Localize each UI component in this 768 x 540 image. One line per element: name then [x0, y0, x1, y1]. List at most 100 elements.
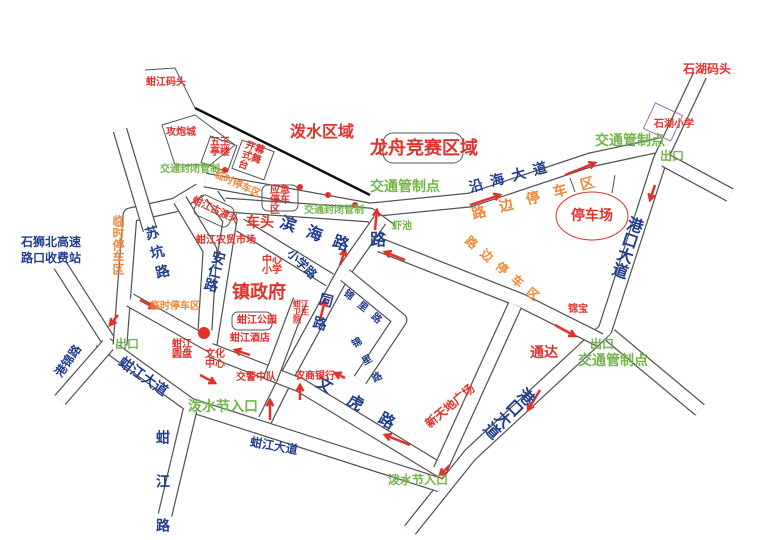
- control-point-2: 交通管制点: [595, 133, 665, 149]
- coastline: [194, 106, 371, 197]
- arrow-head-icon: [207, 376, 218, 385]
- arrow-head-icon: [147, 301, 158, 310]
- sukeng-road: [113, 184, 204, 346]
- parking-lot-link: [569, 174, 616, 194]
- hanjiang-hotel-label: 蚶江酒店: [230, 333, 270, 344]
- roundabout-marker: [198, 327, 210, 339]
- traffic-direction-arrow: [199, 373, 216, 385]
- hanjiang-park-label: 蚶江公园: [237, 315, 277, 326]
- arrow-head-icon: [265, 397, 275, 407]
- coastal-avenue-road: [203, 138, 662, 217]
- road-lu-top: 路: [370, 230, 387, 249]
- traffic-direction-arrow: [384, 250, 406, 262]
- xiaoxue-road: [236, 219, 334, 286]
- arrow-head-icon: [567, 329, 578, 338]
- arrow-head-icon: [108, 317, 117, 328]
- health-center-label: 蚶江卫生院: [293, 300, 309, 325]
- traffic-direction-arrow: [648, 184, 657, 201]
- gongpaocheng-label: 攻炮城: [166, 127, 196, 138]
- chetou-label: 车头: [246, 215, 274, 231]
- shihu-school-label: 石湖小学: [654, 119, 694, 130]
- exit-3: 出口: [115, 337, 140, 351]
- entrance-1: 泼水节入口: [188, 399, 258, 415]
- tongda-branch-road: [605, 330, 705, 415]
- hanjiang-market-label: 蚶江农贸市场: [196, 235, 256, 246]
- town-government-label: 镇政府: [232, 282, 286, 303]
- temp-parking-small: 临时停车区: [150, 301, 200, 312]
- control-point-3: 交通管制点: [578, 353, 648, 369]
- arrow-head-icon: [492, 192, 503, 201]
- small-east-road: [264, 297, 306, 383]
- wuwang-block: [200, 135, 238, 173]
- inner-loop-road: [174, 196, 217, 331]
- road-hanjiang-road: 蚶江路: [154, 430, 170, 540]
- control-dot: [297, 184, 303, 190]
- arrow-head-icon: [232, 347, 243, 356]
- tongda-label: 通达: [530, 345, 558, 361]
- arrow-head-icon: [526, 402, 535, 413]
- traffic-direction-arrow: [564, 161, 596, 177]
- arrow-head-icon: [647, 192, 656, 203]
- water-area-label: 泼水区域: [290, 122, 355, 141]
- pier-outline: [144, 67, 196, 109]
- exit-2: 出口: [590, 337, 615, 351]
- traffic-direction-arrow: [526, 389, 542, 411]
- jiangjiang-pier-label: 蚶江码头: [146, 77, 186, 88]
- arrow-head-icon: [382, 249, 393, 259]
- emergency-parking-block: [261, 184, 299, 212]
- jinli-road: [341, 270, 407, 384]
- control-point-1: 交通管制点: [370, 179, 440, 195]
- arrow-head-icon: [295, 382, 305, 392]
- control-dot: [325, 192, 331, 198]
- arrow-head-icon: [587, 160, 598, 170]
- hanjiang-avenue-road: [96, 334, 442, 491]
- toll-road: [54, 261, 114, 344]
- tong-road: [259, 216, 386, 423]
- hanjiang-roundabout-label: 蚶江圆盘: [172, 339, 192, 360]
- hotel-block: [193, 194, 235, 228]
- police-label: 交警中队: [236, 372, 276, 383]
- control-dot: [222, 167, 228, 173]
- traffic-direction-arrow: [338, 249, 347, 266]
- shihu-pier-label: 石湖码头: [683, 62, 732, 76]
- control-dot: [352, 202, 358, 208]
- parking-lot-outline: [555, 191, 629, 241]
- dragon-boat-box: [382, 132, 464, 164]
- gongpaocheng-block: [161, 114, 236, 166]
- traffic-direction-arrow: [554, 323, 576, 338]
- exit-1: 出口: [660, 149, 685, 163]
- arrow-head-icon: [339, 247, 348, 258]
- traffic-direction-arrow: [139, 298, 156, 310]
- port-avenue-road: [405, 72, 706, 534]
- toll-label-line1: 石狮北高速: [21, 235, 82, 249]
- traffic-direction-arrow: [373, 209, 379, 231]
- hanjiang-road: [158, 408, 197, 517]
- traffic-direction-arrow: [384, 433, 411, 447]
- dragon-boat-area-label: 龙舟竞赛区域: [370, 138, 478, 159]
- closure-2: 交通封闭管制: [304, 205, 364, 216]
- upper-west-road: [114, 128, 156, 232]
- central-school-label: 中心小学: [262, 255, 282, 276]
- arrow-head-icon: [332, 371, 343, 380]
- traffic-direction-arrow: [318, 299, 327, 321]
- arrow-head-icon: [319, 297, 328, 308]
- arrow-head-icon: [438, 467, 448, 477]
- gangjin-road: [55, 340, 113, 405]
- rural-bank-label: 农商银行: [295, 371, 335, 382]
- arrow-head-icon: [382, 432, 393, 442]
- emergency-parking-label: 应急停车区: [270, 185, 290, 216]
- toll-label-line2: 路口收费站: [21, 251, 82, 265]
- culture-center-label: 文化中心: [205, 349, 225, 370]
- entrance-2: 泼水节入口: [388, 473, 449, 487]
- shihu-school-box: [642, 102, 684, 142]
- shrimp-pond-label: 虾池: [392, 221, 412, 232]
- temp-parking-left: 临时停车区: [111, 215, 125, 275]
- jinbao-label: 锦宝: [568, 304, 588, 315]
- anren-road: [126, 191, 237, 352]
- diagonal-road: [434, 302, 521, 473]
- closure-1: 交通封闭管制: [160, 164, 220, 175]
- shihu-branch-road: [662, 154, 733, 201]
- parking-lot-label: 停车场: [571, 208, 613, 224]
- arrow-head-icon: [372, 207, 381, 217]
